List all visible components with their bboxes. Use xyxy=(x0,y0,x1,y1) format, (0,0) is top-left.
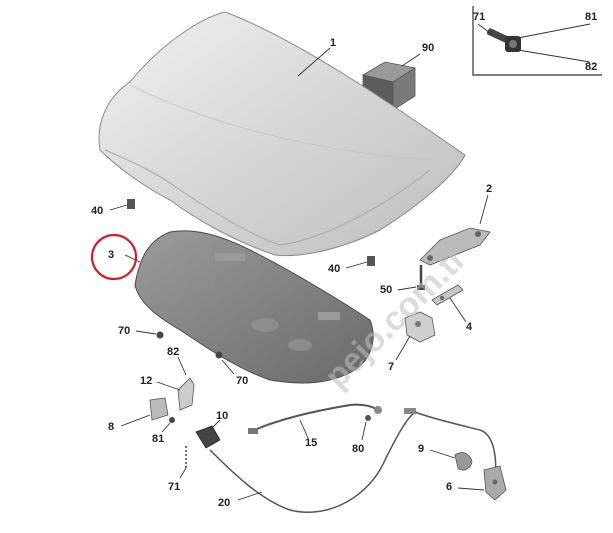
latch-bracket-icon xyxy=(404,311,436,343)
callout-3: 3 xyxy=(108,249,114,261)
buffer-right-icon xyxy=(367,256,375,266)
callout-82: 82 xyxy=(167,346,179,358)
clip-right-icon xyxy=(215,351,223,359)
inset-label-82: 82 xyxy=(585,61,597,73)
hood-panel xyxy=(98,11,466,257)
callout-50: 50 xyxy=(380,284,392,296)
release-handle-icon xyxy=(195,425,221,449)
inset-label-81: 81 xyxy=(585,11,597,23)
callout-40-left: 40 xyxy=(91,205,103,217)
buffer-left-icon xyxy=(127,199,135,209)
rivet-81-icon xyxy=(169,417,175,423)
callout-8: 8 xyxy=(108,421,114,433)
callout-81: 81 xyxy=(152,433,164,445)
callout-70-left: 70 xyxy=(118,325,130,337)
striker-icon xyxy=(431,284,464,306)
cable-15-icon xyxy=(248,403,382,434)
callout-12: 12 xyxy=(140,375,152,387)
callout-80: 80 xyxy=(352,443,364,455)
callout-90: 90 xyxy=(422,42,434,54)
bolt-icon xyxy=(417,265,425,290)
inset-fastener-box: 71 81 82 xyxy=(472,6,602,76)
callout-20: 20 xyxy=(218,497,230,509)
highlight-circle xyxy=(90,233,138,281)
lever-icon xyxy=(454,452,473,471)
insulation-pad xyxy=(134,230,374,384)
callout-70-right: 70 xyxy=(236,375,248,387)
callout-10: 10 xyxy=(216,410,228,422)
hook-icon xyxy=(483,465,507,501)
grommet-icon xyxy=(365,415,371,421)
callout-15: 15 xyxy=(305,437,317,449)
cable-20-icon xyxy=(209,408,497,513)
callout-40-right: 40 xyxy=(328,263,340,275)
clip-8-icon xyxy=(149,397,169,421)
callout-1: 1 xyxy=(330,37,336,49)
callout-7: 7 xyxy=(388,361,394,373)
callout-9: 9 xyxy=(418,443,424,455)
callout-6: 6 xyxy=(446,481,452,493)
support-bracket-icon xyxy=(177,377,195,411)
inset-label-71: 71 xyxy=(473,11,485,23)
callout-71: 71 xyxy=(168,481,180,493)
callout-4: 4 xyxy=(466,321,473,333)
callout-2: 2 xyxy=(486,183,492,195)
clip-left-icon xyxy=(156,331,164,339)
screw-icon xyxy=(486,28,521,52)
hinge-icon xyxy=(419,227,491,266)
